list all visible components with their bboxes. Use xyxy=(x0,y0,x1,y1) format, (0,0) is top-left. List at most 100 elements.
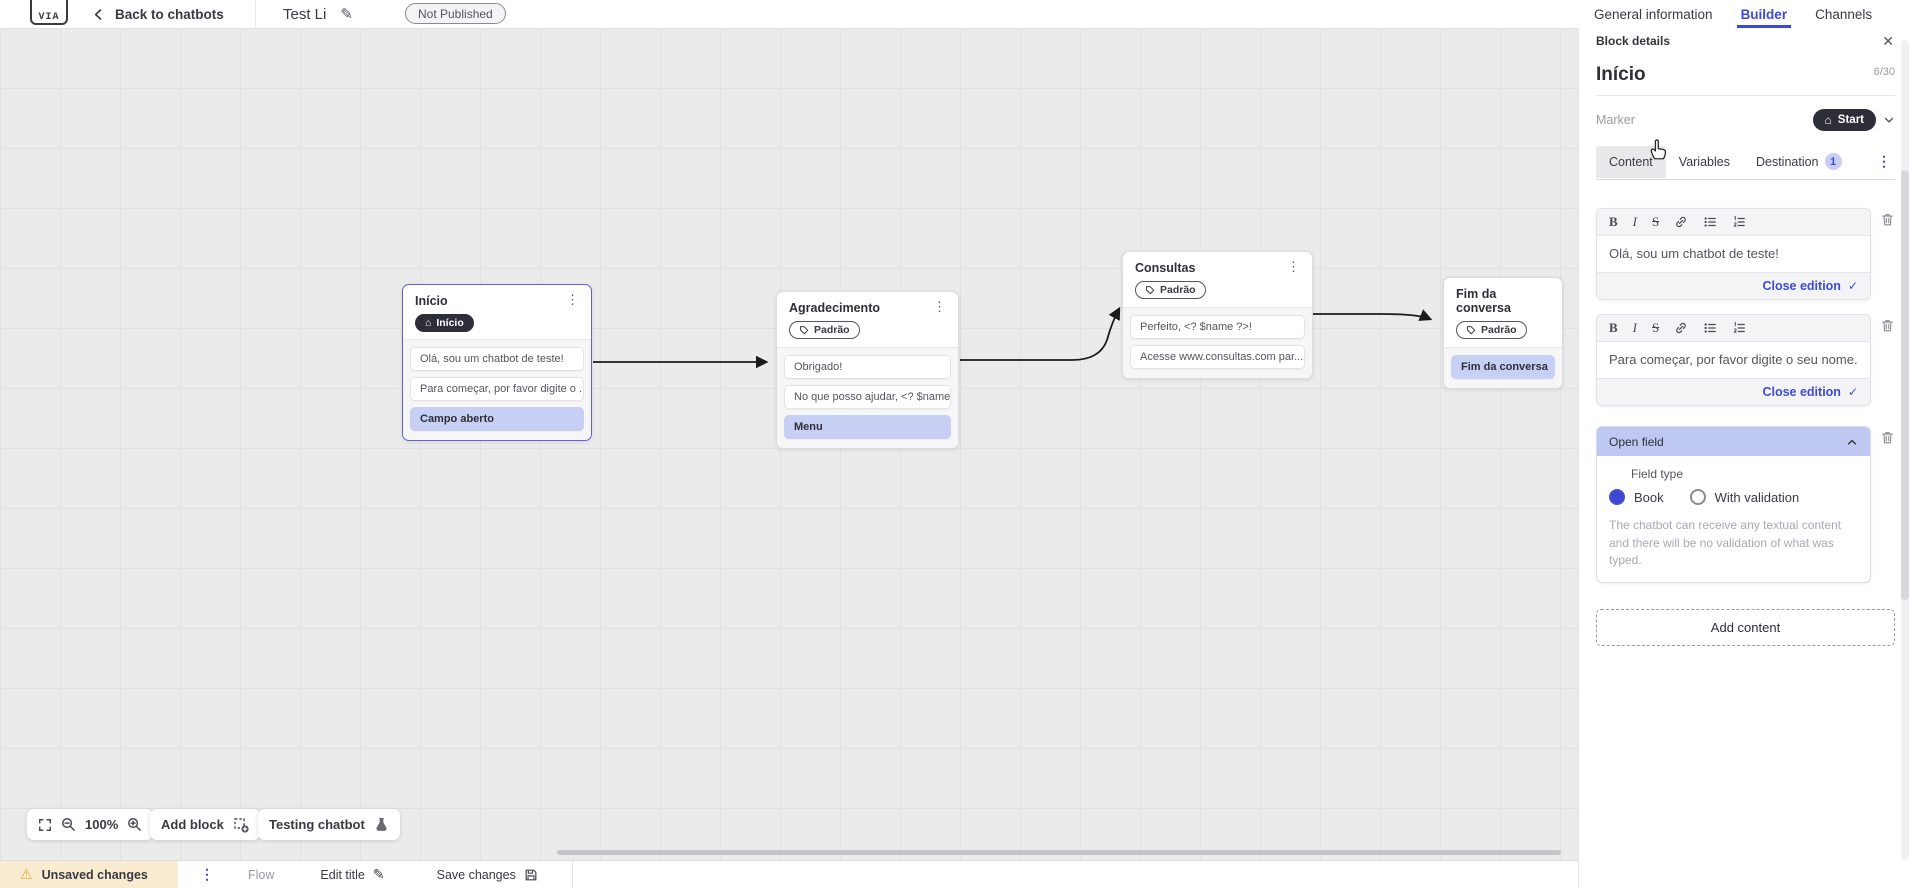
radio-option-book[interactable]: Book xyxy=(1609,489,1664,506)
tab-channels[interactable]: Channels xyxy=(1815,6,1873,22)
bullet-list-icon[interactable] xyxy=(1703,215,1717,229)
field-type-description: The chatbot can receive any textual cont… xyxy=(1609,518,1842,568)
statusbar-menu-icon[interactable]: ⋮ xyxy=(200,866,214,882)
edge-agradecimento-consultas xyxy=(960,306,1121,361)
node-default-badge: Padrão xyxy=(1135,281,1206,299)
tag-icon xyxy=(1467,326,1476,335)
node-open-field-row[interactable]: Campo aberto xyxy=(410,407,584,431)
radio-unselected-icon xyxy=(1689,489,1706,506)
flow-node-fim-da-conversa[interactable]: Fim da conversa Padrão Fim da conversa xyxy=(1443,277,1563,389)
home-icon: ⌂ xyxy=(1824,113,1832,127)
node-menu-icon[interactable]: ⋮ xyxy=(933,299,946,314)
tab-content[interactable]: Content xyxy=(1596,145,1666,178)
zoom-level: 100% xyxy=(85,817,119,832)
status-bar: ⚠ Unsaved changes ⋮ Flow Edit title ✎ Sa… xyxy=(0,860,1578,888)
editor-toolbar: B I S xyxy=(1597,209,1870,236)
node-menu-icon[interactable]: ⋮ xyxy=(1287,259,1300,274)
node-content-row[interactable]: Olá, sou um chatbot de teste! xyxy=(410,347,584,371)
bullet-list-icon[interactable] xyxy=(1703,321,1717,335)
node-start-badge: ⌂ Início xyxy=(415,314,474,332)
flow-canvas[interactable]: Início ⋮ ⌂ Início Olá, sou um chatbot de… xyxy=(0,28,1578,860)
topbar-divider xyxy=(255,0,256,28)
chatbot-title-text: Test Li xyxy=(283,5,327,23)
back-to-chatbots-button[interactable]: Back to chatbots xyxy=(92,0,224,28)
delete-content-icon[interactable] xyxy=(1871,314,1895,333)
close-edition-button[interactable]: Close edition xyxy=(1762,279,1841,294)
italic-icon[interactable]: I xyxy=(1632,320,1638,336)
flow-node-consultas[interactable]: Consultas ⋮ Padrão Perfeito, <? $name ?>… xyxy=(1122,251,1313,379)
numbered-list-icon[interactable] xyxy=(1732,215,1746,229)
save-changes-button[interactable]: Save changes xyxy=(437,868,538,882)
fullscreen-icon[interactable] xyxy=(38,818,52,832)
destination-count-badge: 1 xyxy=(1824,153,1842,170)
editor-text[interactable]: Para começar, por favor digite o seu nom… xyxy=(1609,352,1858,368)
radio-selected-icon xyxy=(1609,489,1625,506)
zoom-controls: 100% xyxy=(27,809,154,840)
editor-text[interactable]: Olá, sou um chatbot de teste! xyxy=(1609,246,1779,261)
link-icon[interactable] xyxy=(1674,215,1688,229)
open-field-header[interactable]: Open field xyxy=(1597,427,1870,457)
statusbar-divider xyxy=(571,860,573,888)
numbered-list-icon[interactable] xyxy=(1732,321,1746,335)
node-menu-row[interactable]: Menu xyxy=(784,415,951,439)
marker-label: Marker xyxy=(1596,113,1635,127)
node-content-row[interactable]: Acesse www.consultas.com par... xyxy=(1130,345,1305,369)
top-bar: VIA Back to chatbots Test Li ✎ Not Publi… xyxy=(0,0,1912,28)
add-block-button[interactable]: Add block xyxy=(150,809,260,840)
delete-open-field-icon[interactable] xyxy=(1871,426,1895,445)
node-content-row[interactable]: Para começar, por favor digite o ... xyxy=(410,377,584,401)
tag-icon xyxy=(800,326,809,335)
panel-scrollbar[interactable] xyxy=(1901,40,1909,860)
tab-variables[interactable]: Variables xyxy=(1678,154,1730,169)
close-edition-button[interactable]: Close edition xyxy=(1762,385,1841,400)
chatbot-title: Test Li ✎ xyxy=(283,0,353,28)
flow-view-label[interactable]: Flow xyxy=(248,867,275,882)
publish-status-badge: Not Published xyxy=(405,3,506,24)
panel-header: Block details ✕ xyxy=(1579,28,1912,54)
edit-title-button[interactable]: Edit title ✎ xyxy=(320,866,385,882)
marker-start-badge[interactable]: ⌂ Start xyxy=(1812,109,1876,131)
strikethrough-icon[interactable]: S xyxy=(1652,214,1660,229)
tab-builder[interactable]: Builder xyxy=(1736,0,1791,28)
strikethrough-icon[interactable]: S xyxy=(1652,320,1660,336)
text-content-editor: B I S Olá, sou um chatbot de tes xyxy=(1596,208,1871,301)
check-icon: ✓ xyxy=(1847,385,1858,400)
italic-icon[interactable]: I xyxy=(1632,214,1638,229)
zoom-in-icon[interactable] xyxy=(127,817,142,832)
pencil-icon: ✎ xyxy=(372,866,385,882)
node-end-row[interactable]: Fim da conversa xyxy=(1451,355,1555,379)
radio-option-with-validation[interactable]: With validation xyxy=(1689,489,1799,506)
link-icon[interactable] xyxy=(1674,321,1688,335)
close-panel-icon[interactable]: ✕ xyxy=(1882,32,1894,49)
testing-chatbot-button[interactable]: Testing chatbot xyxy=(258,809,400,840)
zoom-out-icon[interactable] xyxy=(61,817,76,832)
editor-toolbar: B I S xyxy=(1597,315,1870,343)
edge-consultas-fim xyxy=(1313,309,1433,321)
node-content-row[interactable]: Perfeito, <? $name ?>! xyxy=(1130,315,1305,339)
add-content-button[interactable]: Add content xyxy=(1596,609,1895,647)
flask-icon xyxy=(374,817,389,832)
panel-tabs-menu-icon[interactable]: ⋮ xyxy=(1877,153,1891,169)
home-icon: ⌂ xyxy=(425,317,432,329)
bold-icon[interactable]: B xyxy=(1609,214,1618,229)
warning-icon: ⚠ xyxy=(20,866,33,882)
chevron-left-icon xyxy=(92,8,105,21)
tab-general-information[interactable]: General information xyxy=(1594,6,1713,22)
flow-node-agradecimento[interactable]: Agradecimento ⋮ Padrão Obrigado! No que … xyxy=(776,291,959,449)
flow-node-inicio[interactable]: Início ⋮ ⌂ Início Olá, sou um chatbot de… xyxy=(402,284,592,441)
tab-destination[interactable]: Destination 1 xyxy=(1743,144,1855,179)
main-tabs: General information Builder Channels xyxy=(1594,0,1912,28)
back-label: Back to chatbots xyxy=(115,6,224,22)
node-content-row[interactable]: No que posso ajudar, <? $name ... xyxy=(784,385,951,409)
delete-content-icon[interactable] xyxy=(1871,208,1895,227)
unsaved-changes-indicator: ⚠ Unsaved changes xyxy=(0,861,178,888)
canvas-horizontal-scrollbar[interactable] xyxy=(557,850,1561,855)
node-content-row[interactable]: Obrigado! xyxy=(784,355,951,379)
open-field-card: Open field Field type Book xyxy=(1596,426,1871,584)
node-menu-icon[interactable]: ⋮ xyxy=(566,292,579,307)
edit-title-pencil-icon[interactable]: ✎ xyxy=(340,6,353,23)
block-name-input[interactable]: Início xyxy=(1596,64,1646,85)
bold-icon[interactable]: B xyxy=(1609,320,1618,336)
chevron-down-icon[interactable] xyxy=(1883,114,1895,126)
